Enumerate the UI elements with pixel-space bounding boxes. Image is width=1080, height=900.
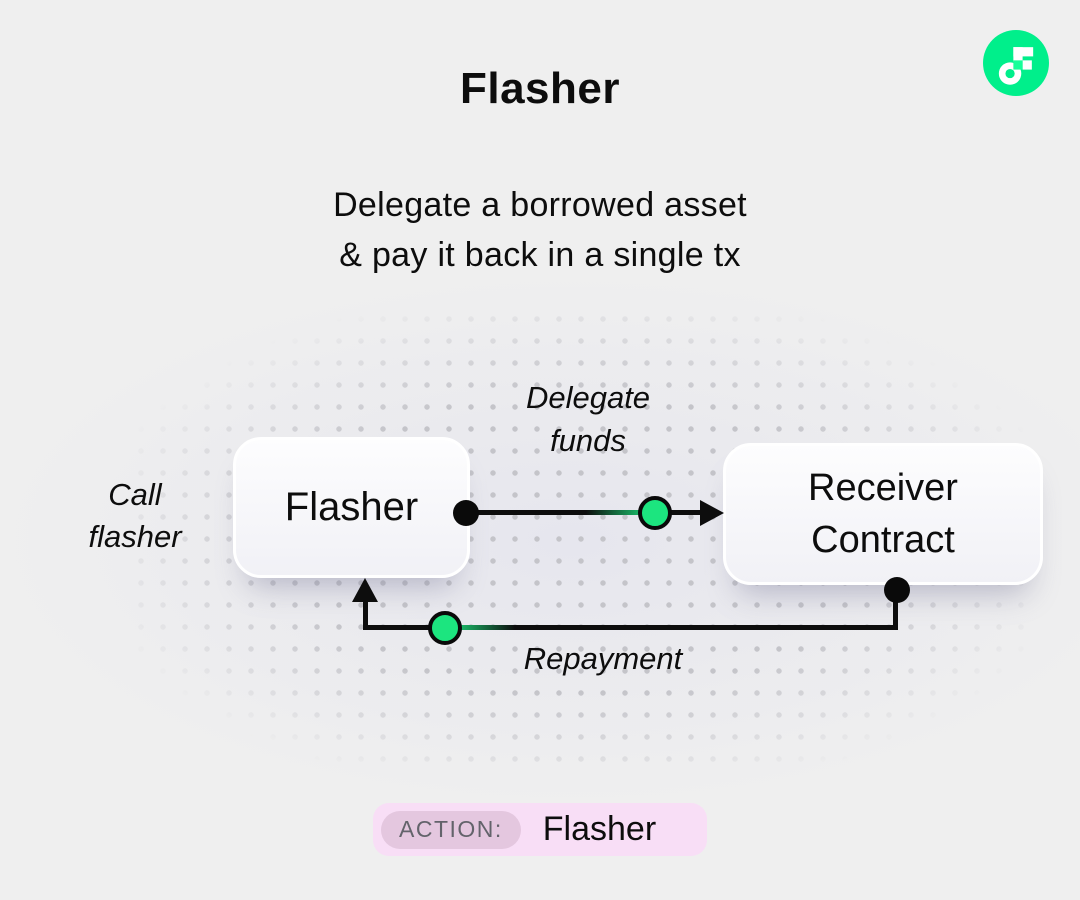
delegate-start-dot (453, 500, 479, 526)
call-label-line-2: flasher (88, 519, 182, 554)
delegate-token-marker (638, 496, 672, 530)
receiver-contract-node: Receiver Contract (723, 443, 1043, 585)
action-badge: ACTION: Flasher (373, 803, 707, 856)
repayment-label: Repayment (523, 641, 683, 676)
subtitle-line-2: & pay it back in a single tx (339, 236, 741, 274)
call-label-line-1: Call (108, 477, 162, 512)
repayment-line-horizontal (363, 625, 897, 630)
delegate-label-line-2: funds (550, 423, 626, 458)
repayment-marker-trail (445, 625, 515, 630)
page-title: Flasher (459, 64, 620, 113)
receiver-label-line-2: Contract (811, 519, 955, 561)
delegate-marker-trail (586, 510, 656, 515)
repayment-start-dot (884, 577, 910, 603)
repayment-arrowhead-icon (352, 578, 378, 602)
flasher-node: Flasher (233, 437, 470, 578)
repayment-line-down (893, 585, 898, 630)
page-subtitle: Delegate a borrowed asset & pay it back … (0, 180, 1080, 280)
receiver-label-line-1: Receiver (808, 467, 958, 509)
action-label-pill: ACTION: (381, 810, 521, 849)
flow-logo-icon (983, 30, 1049, 96)
receiver-node-label: Receiver Contract (808, 462, 958, 566)
subtitle-line-1: Delegate a borrowed asset (333, 186, 747, 224)
flasher-node-label: Flasher (284, 485, 419, 529)
action-value: Flasher (542, 810, 657, 848)
repayment-line-up (363, 598, 368, 628)
repayment-token-marker (428, 611, 462, 645)
delegate-label-line-1: Delegate (525, 380, 651, 415)
call-flasher-label: Call flasher (35, 474, 235, 558)
delegate-arrowhead-icon (700, 500, 724, 526)
delegate-funds-label: Delegate funds (448, 376, 728, 462)
